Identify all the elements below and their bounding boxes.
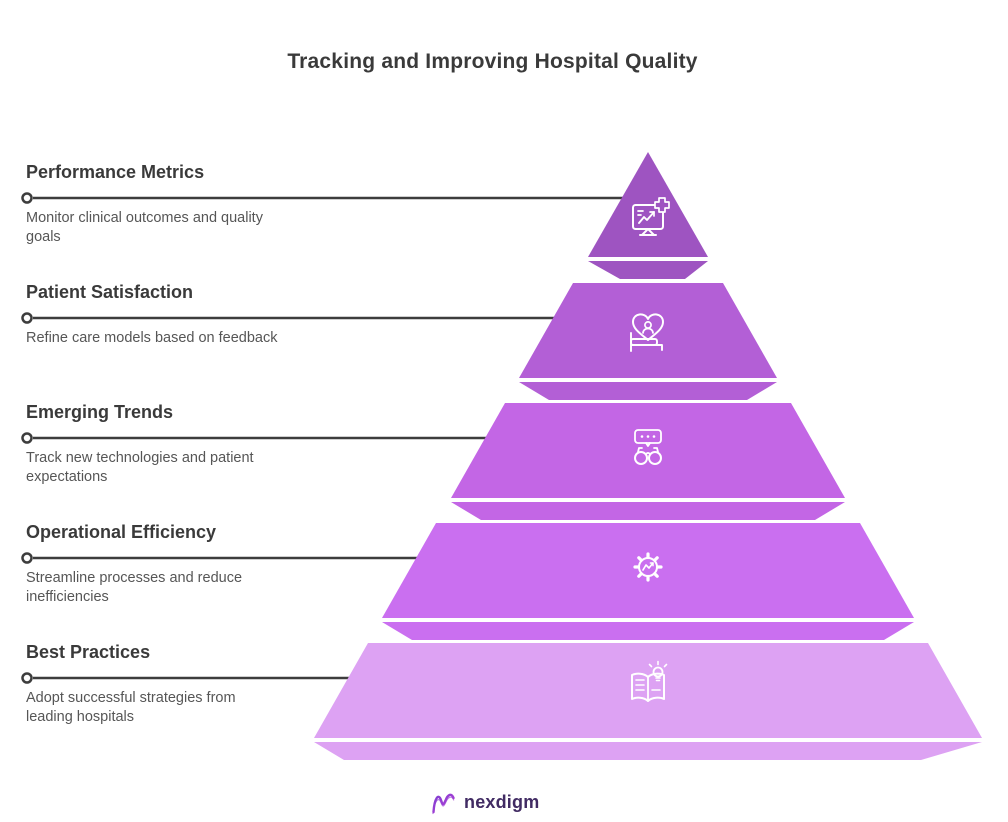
book-lightbulb-icon [631,660,668,702]
nexdigm-logo-text: nexdigm [464,791,540,812]
level-1-heading: Performance Metrics [26,162,205,182]
pyramid-level-2-shape [519,283,777,378]
level-5-description: Adopt successful strategies from leading… [26,690,236,725]
level-3-description: Track new technologies and patient expec… [26,450,254,485]
gear-trend-icon [633,552,663,582]
pyramid-level-1-fold [588,261,708,279]
connector-dot [21,672,33,684]
level-2-description: Refine care models based on feedback [26,330,278,346]
page-title: Tracking and Improving Hospital Quality [287,50,698,73]
pyramid-level-4-fold [382,622,914,640]
level-5-heading: Best Practices [26,642,151,662]
pyramid-level-3-shape [451,403,845,498]
pyramid-level-2-fold [519,382,777,400]
heart-patient-bed-icon [630,313,664,352]
connector-dot [21,312,33,324]
connector-dot [21,432,33,444]
level-4-heading: Operational Efficiency [26,522,217,542]
brand-logo: nexdigm [430,787,539,817]
pyramid-level-4-shape [382,523,914,618]
level-2-heading: Patient Satisfaction [26,282,194,302]
level-3-heading: Emerging Trends [26,402,174,422]
connector-lines [21,192,626,684]
level-4-description: Streamline processes and reduce ineffici… [26,570,243,605]
level-1-description: Monitor clinical outcomes and quality go… [26,210,263,245]
pyramid-level-5-fold [314,742,982,760]
connector-dot [21,192,33,204]
pyramid-level-3-fold [451,502,845,520]
nexdigm-logo-icon [432,793,455,815]
binoculars-chat-icon [634,429,662,465]
connector-dot [21,552,33,564]
monitor-chart-plus-icon [632,197,670,236]
